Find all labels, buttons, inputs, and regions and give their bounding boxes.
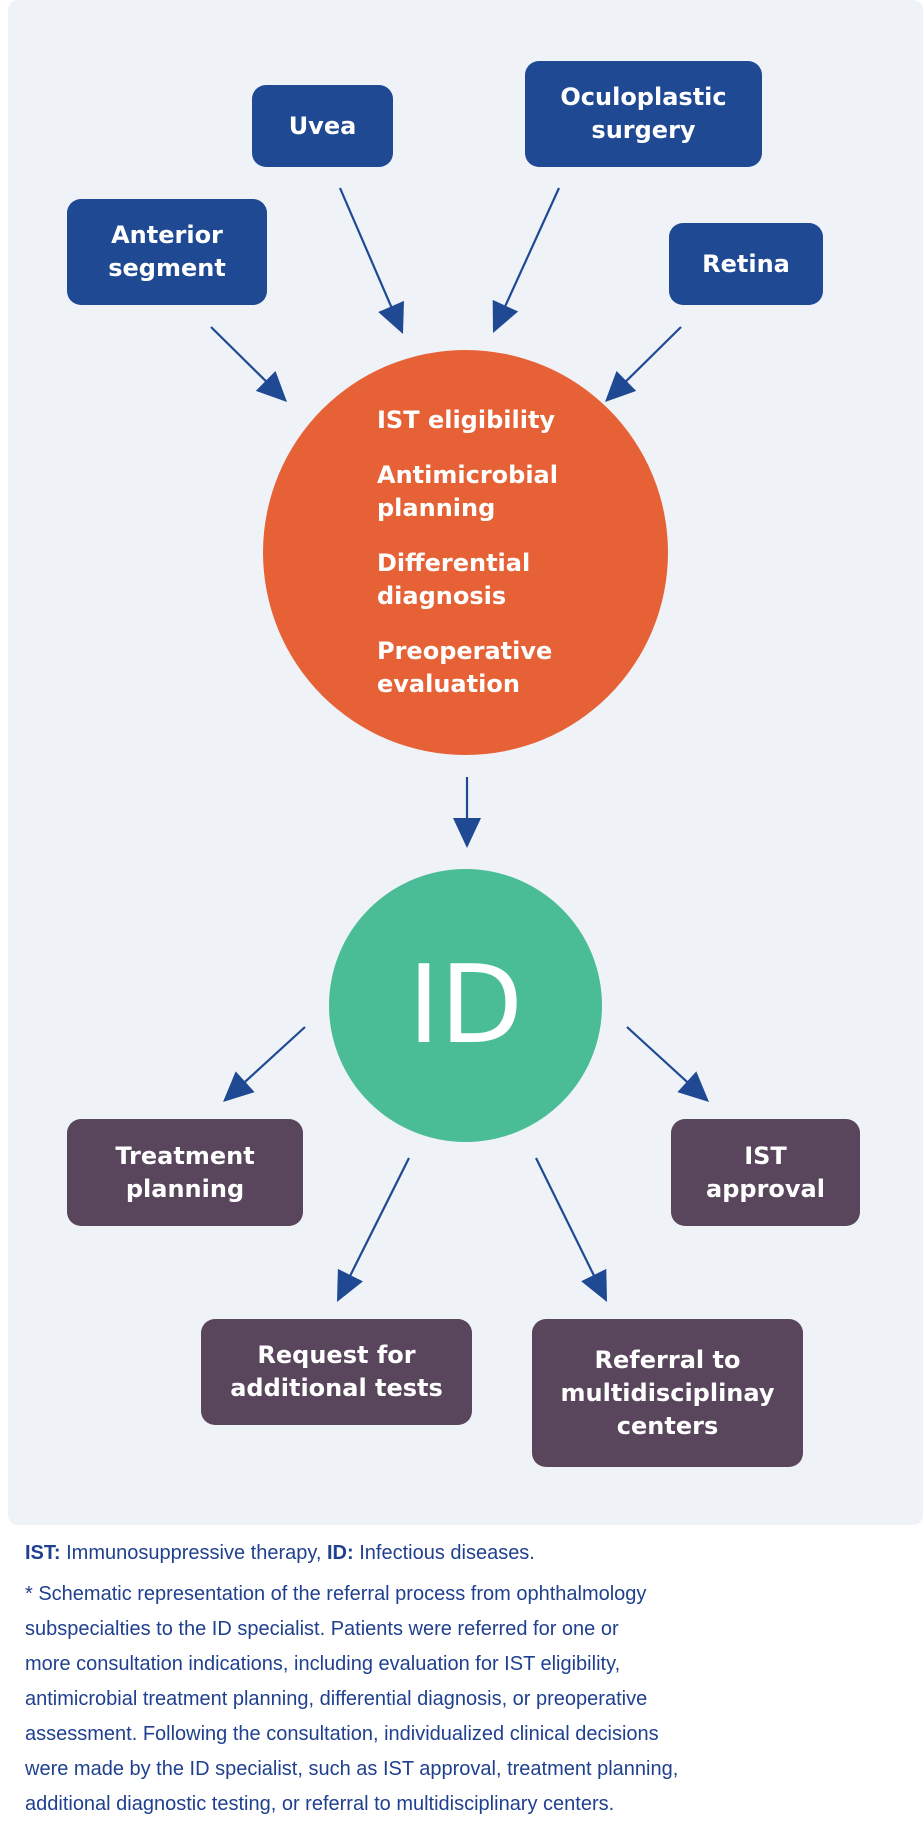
indication-item: IST eligibility xyxy=(377,404,558,437)
abbr-value: Immunosuppressive therapy, xyxy=(60,1542,327,1564)
specialty-box-uvea: Uvea xyxy=(252,85,393,167)
id-specialist-label: ID xyxy=(407,943,523,1068)
indication-text: planning xyxy=(377,494,496,522)
abbreviations: IST: Immunosuppressive therapy, ID: Infe… xyxy=(25,1536,905,1571)
abbr-key: IST: xyxy=(25,1542,61,1564)
indication-item: Antimicrobial planning xyxy=(377,459,558,525)
indication-item: Differential diagnosis xyxy=(377,547,558,613)
decision-box-request-tests: Request for additional tests xyxy=(201,1319,472,1425)
specialty-box-anterior-segment: Anterior segment xyxy=(67,199,267,305)
specialty-label: Retina xyxy=(702,249,790,278)
indication-text: Preoperative xyxy=(377,637,553,665)
decision-label: approval xyxy=(706,1174,825,1203)
caption-line: more consultation indications, including… xyxy=(25,1653,621,1675)
decision-label: centers xyxy=(616,1411,719,1440)
caption-line: antimicrobial treatment planning, differ… xyxy=(25,1688,648,1710)
specialty-label: Uvea xyxy=(288,111,357,140)
caption-line: were made by the ID specialist, such as … xyxy=(25,1758,679,1780)
decision-label: Treatment xyxy=(115,1141,255,1170)
indication-text: diagnosis xyxy=(377,582,507,610)
indication-text: evaluation xyxy=(377,670,520,698)
figure-caption: IST: Immunosuppressive therapy, ID: Infe… xyxy=(25,1536,905,1822)
decision-label: additional tests xyxy=(230,1374,443,1402)
decision-label: Request for xyxy=(257,1341,416,1369)
decision-label: IST xyxy=(744,1141,787,1170)
caption-line: additional diagnostic testing, or referr… xyxy=(25,1793,615,1815)
decision-box-referral: Referral to multidisciplinay centers xyxy=(532,1319,803,1467)
indication-text: Differential xyxy=(377,549,531,577)
indication-text: IST eligibility xyxy=(377,406,556,434)
caption-line: assessment. Following the consultation, … xyxy=(25,1723,659,1745)
abbr-value: Infectious diseases. xyxy=(353,1542,535,1564)
specialty-label: surgery xyxy=(591,116,696,144)
indication-text: Antimicrobial xyxy=(377,461,558,489)
specialty-label: Anterior xyxy=(111,221,223,249)
caption-note: * Schematic representation of the referr… xyxy=(25,1577,905,1822)
specialty-label: Oculoplastic xyxy=(560,83,727,111)
indication-item: Preoperative evaluation xyxy=(377,635,558,701)
specialty-box-retina: Retina xyxy=(669,223,823,305)
indications-circle xyxy=(263,350,668,755)
decision-box-ist-approval: IST approval xyxy=(671,1119,860,1226)
decision-label: multidisciplinay xyxy=(560,1378,775,1407)
specialty-label: segment xyxy=(108,254,226,282)
decision-box-treatment-planning: Treatment planning xyxy=(67,1119,303,1226)
abbr-key: ID: xyxy=(326,1542,354,1564)
caption-line: subspecialties to the ID specialist. Pat… xyxy=(25,1618,619,1640)
indications-list: IST eligibility Antimicrobial planning D… xyxy=(377,404,558,723)
decision-label: Referral to xyxy=(594,1345,741,1374)
decision-label: planning xyxy=(125,1174,245,1203)
id-specialist-circle xyxy=(329,869,602,1142)
specialty-box-oculoplastic: Oculoplastic surgery xyxy=(525,61,762,167)
caption-line: * Schematic representation of the referr… xyxy=(25,1583,647,1605)
